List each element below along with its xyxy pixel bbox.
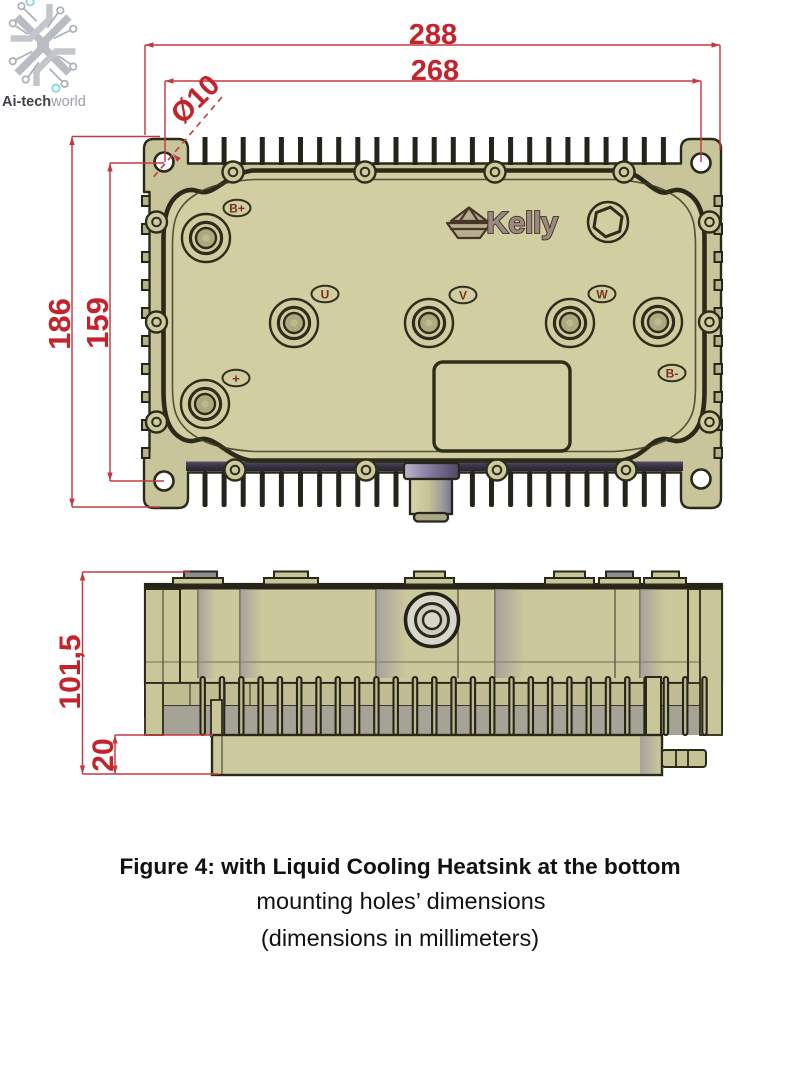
svg-text:+: +	[232, 371, 240, 386]
svg-text:U: U	[321, 288, 330, 302]
svg-text:W: W	[596, 288, 608, 302]
svg-text:Ø10: Ø10	[165, 69, 226, 130]
svg-text:101,5: 101,5	[54, 634, 87, 709]
svg-text:(dimensions in millimeters): (dimensions in millimeters)	[261, 925, 539, 951]
svg-text:Ai-techworld: Ai-techworld	[2, 94, 86, 110]
svg-text:B-: B-	[666, 367, 679, 381]
svg-text:Figure 4: with Liquid Cooling: Figure 4: with Liquid Cooling Heatsink a…	[119, 854, 680, 879]
svg-text:288: 288	[409, 19, 457, 51]
svg-text:V: V	[459, 289, 467, 303]
svg-text:268: 268	[411, 55, 459, 87]
svg-text:159: 159	[80, 297, 115, 349]
svg-text:Kelly: Kelly	[486, 205, 559, 240]
svg-text:mounting holes’ dimensions: mounting holes’ dimensions	[256, 888, 545, 914]
svg-text:20: 20	[87, 738, 120, 771]
svg-text:B+: B+	[229, 202, 245, 216]
svg-text:186: 186	[42, 298, 77, 350]
